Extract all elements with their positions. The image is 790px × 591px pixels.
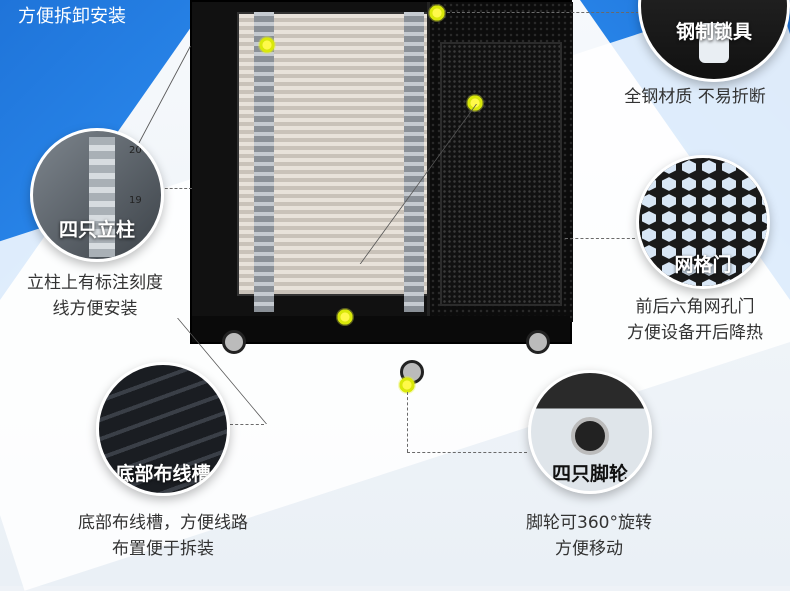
callout-wheel: 四只脚轮: [528, 370, 652, 494]
lock-icon: [699, 23, 729, 63]
callout-wheel-desc: 脚轮可360°旋转 方便移动: [494, 510, 684, 562]
callout-mesh: 网格门: [636, 155, 770, 289]
connector-line: [407, 392, 408, 452]
desc-line: 全钢材质 不易折断: [624, 87, 766, 107]
callout-lock: 钢制锁具: [638, 0, 790, 82]
marker-dot: [398, 376, 416, 394]
scale-number: 20: [129, 145, 142, 156]
connector-line: [160, 188, 192, 189]
callout-mesh-desc: 前后六角网孔门 方便设备开后降热: [600, 294, 790, 346]
callout-lock-desc: 全钢材质 不易折断: [600, 84, 790, 110]
desc-line: 方便设备开后降热: [627, 323, 763, 343]
desc-line: 脚轮可360°旋转: [526, 513, 652, 533]
desc-line: 前后六角网孔门: [635, 297, 755, 317]
callout-post-desc: 立柱上有标注刻度 线方便安装: [0, 270, 190, 322]
top-left-text: 方便拆卸安装: [18, 6, 126, 27]
callout-post-title: 四只立柱: [58, 219, 135, 241]
rack-rail-left: [254, 12, 274, 312]
callout-mesh-title: 网格门: [674, 254, 732, 276]
rack-base: [192, 316, 570, 342]
desc-line: 底部布线槽，方便线路: [78, 513, 248, 533]
callout-post: 20 19 四只立柱: [30, 128, 164, 262]
hex-mesh-icon: [639, 158, 767, 286]
caster-icon: [571, 417, 609, 455]
callout-lock-title: 钢制锁具: [675, 21, 752, 43]
desc-line: 立柱上有标注刻度: [27, 273, 163, 293]
callout-trough-title: 底部布线槽: [115, 463, 211, 485]
callout-wheel-title: 四只脚轮: [551, 463, 628, 485]
desc-line: 方便移动: [555, 539, 623, 559]
caster-wheel-icon: [526, 330, 550, 354]
marker-dot: [258, 36, 276, 54]
callout-trough-desc: 底部布线槽，方便线路 布置便于拆装: [48, 510, 278, 562]
rack-door-mesh: [440, 42, 562, 306]
marker-dot: [428, 4, 446, 22]
desc-line: 线方便安装: [52, 299, 138, 319]
connector-line: [230, 424, 264, 425]
connector-line: [565, 238, 635, 239]
server-rack-image: [190, 0, 573, 344]
rack-rail-right: [404, 12, 424, 312]
post-rail-icon: [89, 137, 115, 257]
connector-line: [447, 12, 639, 13]
marker-dot: [336, 308, 354, 326]
marker-dot: [466, 94, 484, 112]
callout-trough: 底部布线槽: [96, 362, 230, 496]
caster-wheel-icon: [222, 330, 246, 354]
connector-line: [407, 452, 527, 453]
scale-number: 19: [129, 195, 142, 206]
desc-line: 布置便于拆装: [112, 539, 214, 559]
